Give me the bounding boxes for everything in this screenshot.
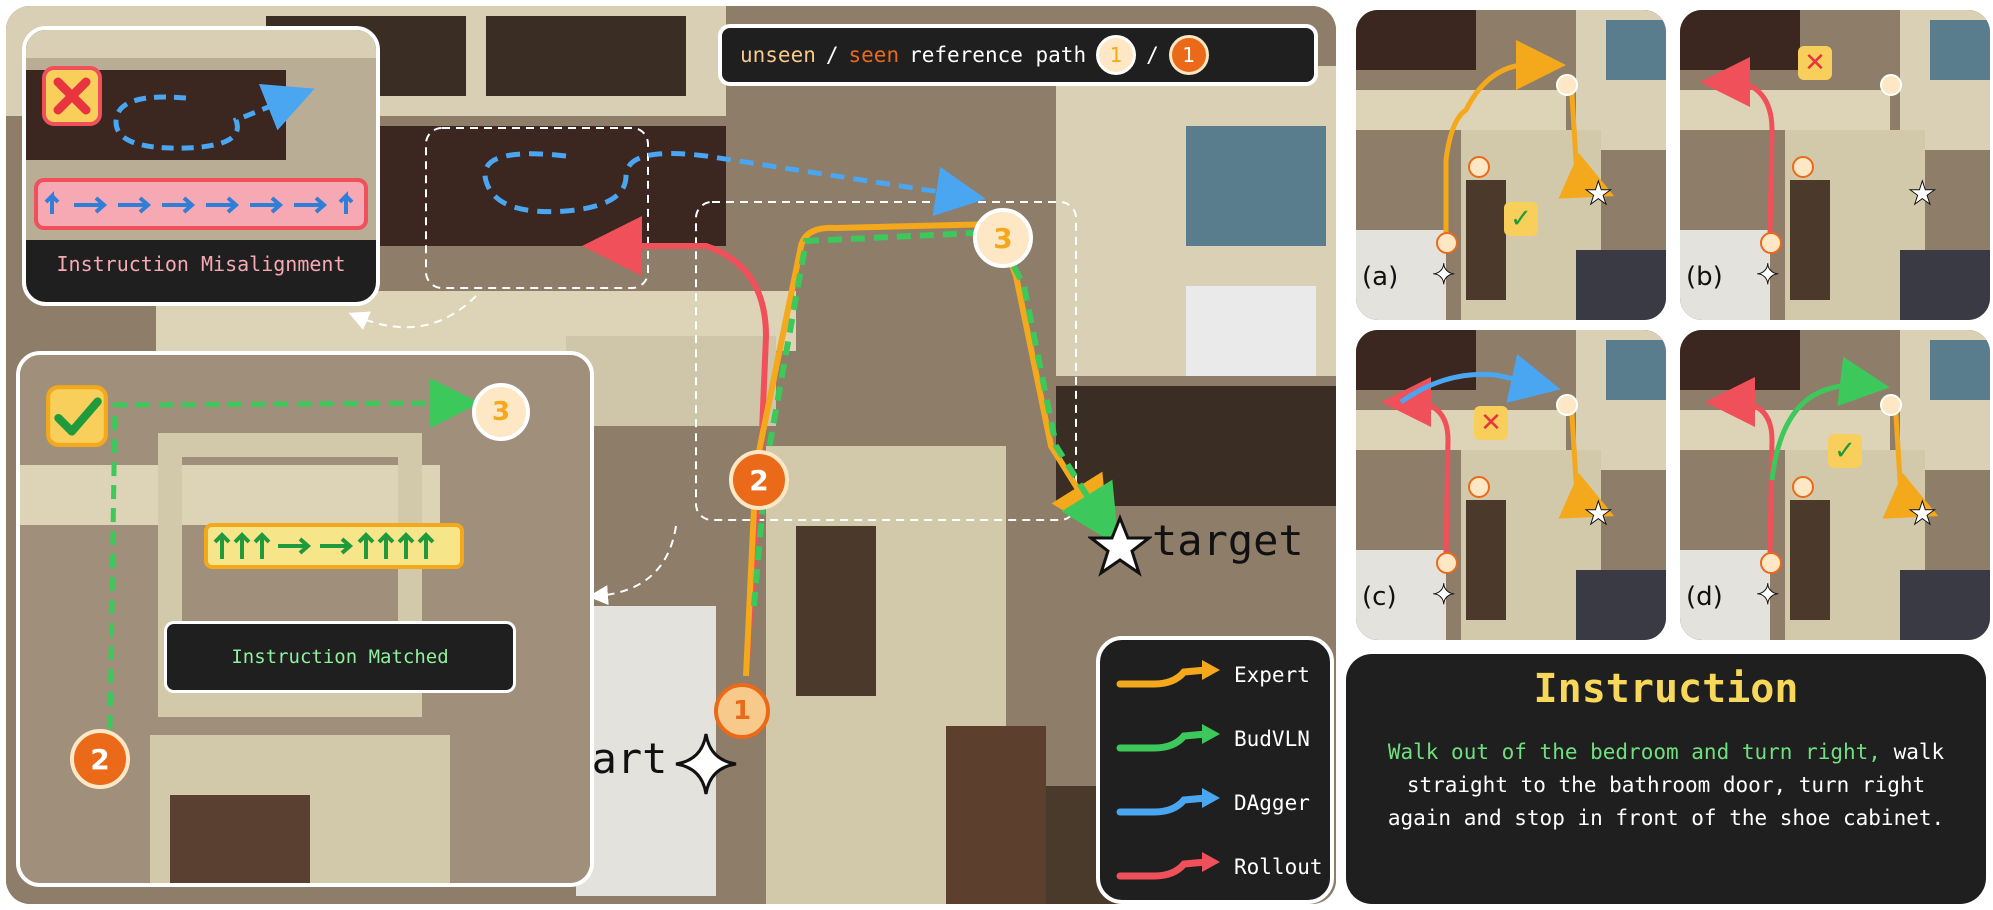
subpanel-b-start-icon: ✦ xyxy=(1755,258,1780,292)
legend-unseen-circle: 1 xyxy=(1096,35,1137,75)
inset-matched-caption: Instruction Matched xyxy=(164,621,516,693)
subpanel-b: ✕ ★ ✦ (b) xyxy=(1676,6,1993,324)
legend-arrow-icon xyxy=(1116,788,1220,816)
instruction-highlight: Walk out of the bedroom and turn right, xyxy=(1387,740,1881,764)
inset-misalignment-scene xyxy=(26,30,376,240)
waypoint-3: 3 xyxy=(973,208,1033,268)
subpanel-c-label: (c) xyxy=(1362,582,1397,612)
subpanel-c-cross-icon: ✕ xyxy=(1474,406,1508,440)
subpanel-b-wp1 xyxy=(1760,232,1782,254)
legend-row-rollout: Rollout xyxy=(1114,850,1323,884)
instruction-rest: walk straight to the bathroom door, turn… xyxy=(1387,740,1945,830)
subpanel-d-label: (d) xyxy=(1686,582,1723,612)
subpanel-c-start-icon: ✦ xyxy=(1431,578,1456,612)
subpanel-a-wp1 xyxy=(1436,232,1458,254)
subpanel-b-star-icon: ★ xyxy=(1908,174,1938,213)
matched-waypoint-3: 3 xyxy=(472,383,530,441)
subpanel-d-start-icon: ✦ xyxy=(1755,578,1780,612)
subpanel-d-check-icon: ✓ xyxy=(1828,434,1862,468)
legend-seen-circle: 1 xyxy=(1168,35,1209,75)
subpanel-d-wp1 xyxy=(1760,552,1782,574)
legend-row-budvln: BudVLN xyxy=(1114,722,1310,756)
inset-matched-scene xyxy=(20,355,590,883)
subpanel-c-wp1 xyxy=(1436,552,1458,574)
subpanel-c-wp3 xyxy=(1556,394,1578,416)
check-icon xyxy=(46,385,108,447)
inset-misalignment-caption: Instruction Misalignment xyxy=(56,252,346,276)
matched-waypoint-2: 2 xyxy=(70,729,130,789)
legend-label: Expert xyxy=(1234,663,1310,687)
subpanel-d-scene xyxy=(1680,330,1990,640)
subpanel-b-label: (b) xyxy=(1686,262,1723,292)
waypoint-2: 2 xyxy=(729,450,789,510)
subpanel-b-wp2 xyxy=(1792,156,1814,178)
cross-icon xyxy=(42,66,102,126)
legend-slash: / xyxy=(825,43,839,67)
legend-row-dagger: DAgger xyxy=(1114,786,1310,820)
subpanel-a-label: (a) xyxy=(1362,262,1399,292)
subpanel-b-wp3 xyxy=(1880,74,1902,96)
target-label: target xyxy=(1152,516,1304,565)
instruction-card: Instruction Walk out of the bedroom and … xyxy=(1346,654,1986,904)
subpanel-c-wp2 xyxy=(1468,476,1490,498)
subpanel-a-wp2 xyxy=(1468,156,1490,178)
subpanel-d-star-icon: ★ xyxy=(1908,494,1938,533)
legend-label: Rollout xyxy=(1234,855,1323,879)
subpanel-d-wp3 xyxy=(1880,394,1902,416)
subpanel-a-scene xyxy=(1356,10,1666,320)
subpanel-c-scene xyxy=(1356,330,1666,640)
subpanel-d-wp2 xyxy=(1792,476,1814,498)
subpanel-d: ✓ ★ ✦ (d) xyxy=(1676,326,1993,644)
instruction-title: Instruction xyxy=(1533,666,1799,712)
legend-label: BudVLN xyxy=(1234,727,1310,751)
inset-misalignment: Instruction Misalignment xyxy=(22,26,380,306)
legend-sep: / xyxy=(1146,43,1159,67)
legend-arrow-icon xyxy=(1116,852,1220,880)
legend-row-expert: Expert xyxy=(1114,658,1310,692)
subpanel-b-scene xyxy=(1680,10,1990,320)
subpanel-a-star-icon: ★ xyxy=(1584,174,1614,213)
legend-arrow-icon xyxy=(1116,660,1220,688)
subpanel-b-cross-icon: ✕ xyxy=(1798,46,1832,80)
legend-reference-path: reference path xyxy=(909,43,1087,67)
target-star-icon xyxy=(1088,514,1152,577)
instruction-body: Walk out of the bedroom and turn right, … xyxy=(1380,736,1952,835)
start-star-icon xyxy=(675,733,737,795)
legend-label: DAgger xyxy=(1234,791,1310,815)
inset-matched: 3 2 Instruction Matched xyxy=(16,351,594,887)
subpanel-a-start-icon: ✦ xyxy=(1431,258,1456,292)
subpanel-c-star-icon: ★ xyxy=(1584,494,1614,533)
subpanel-a: ✓ ★ ✦ (a) xyxy=(1352,6,1670,324)
path-legend-banner: unseen / seen reference path 1 / 1 xyxy=(718,24,1318,86)
subpanel-c: ✕ ★ ✦ (c) xyxy=(1352,326,1670,644)
waypoint-1: 1 xyxy=(714,683,770,739)
subpanel-a-check-icon: ✓ xyxy=(1504,202,1538,236)
subpanel-a-wp3 xyxy=(1556,74,1578,96)
legend-unseen: unseen xyxy=(740,43,816,67)
legend-arrow-icon xyxy=(1116,724,1220,752)
main-scene: 1 2 3 start target unseen / seen referen… xyxy=(6,6,1336,904)
legend-seen: seen xyxy=(848,43,900,67)
